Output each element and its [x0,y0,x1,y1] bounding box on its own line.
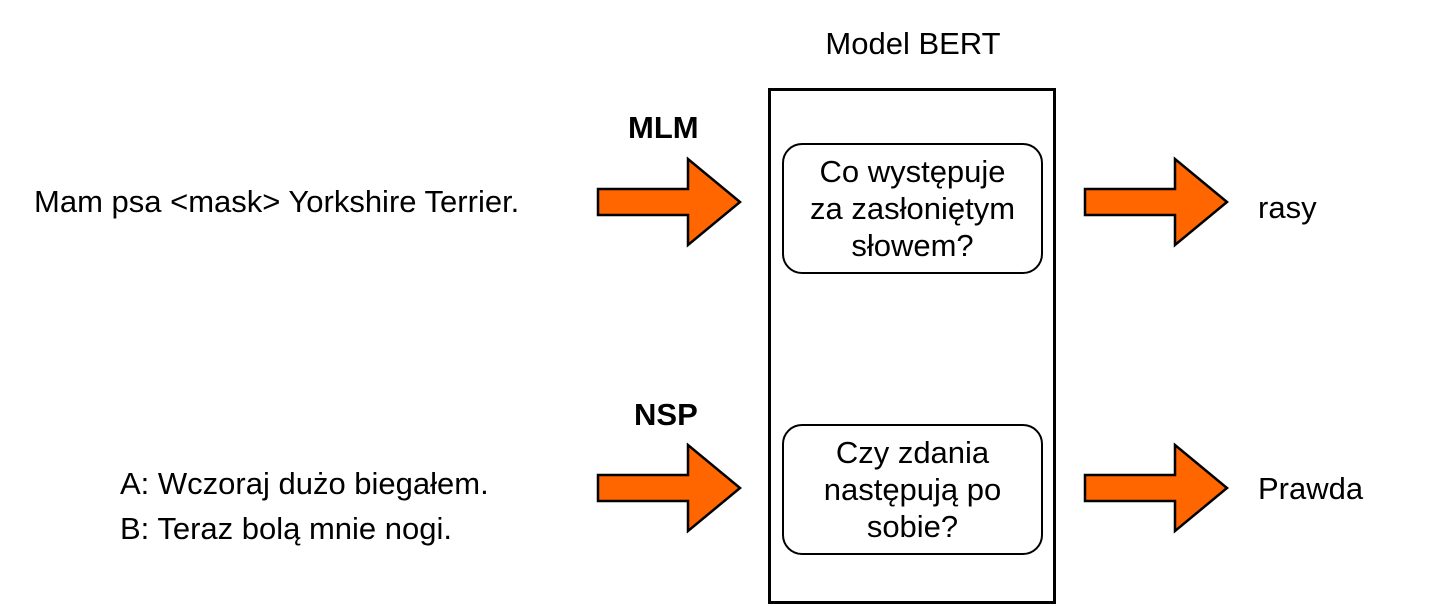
nsp-output-arrow [1083,442,1229,534]
nsp-question-line: Czy zdania [835,435,990,470]
mlm-output-arrow [1083,156,1229,248]
nsp-input-sentence-a: A: Wczoraj dużo biegałem. [120,466,489,501]
mlm-question-line: słowem? [851,228,974,263]
mlm-input-arrow [596,156,742,248]
nsp-output-word: Prawda [1258,471,1364,506]
nsp-question-line: następują po [823,472,1002,507]
model-title: Model BERT [825,26,1001,61]
nsp-input-arrow [596,442,742,534]
nsp-question-line: sobie? [866,509,959,544]
mlm-question-line: Co występuje [819,154,1006,189]
mlm-label: MLM [628,110,699,145]
bert-model-box [768,88,1056,604]
nsp-question-box: Czy zdania następują po sobie? [782,424,1043,555]
mlm-output-word: rasy [1258,190,1317,225]
mlm-input-sentence: Mam psa <mask> Yorkshire Terrier. [34,184,520,219]
nsp-label: NSP [634,397,698,432]
mlm-question-box: Co występuje za zasłoniętym słowem? [782,143,1043,274]
mlm-question-line: za zasłoniętym [809,191,1016,226]
nsp-input-sentence-b: B: Teraz bolą mnie nogi. [120,511,453,546]
